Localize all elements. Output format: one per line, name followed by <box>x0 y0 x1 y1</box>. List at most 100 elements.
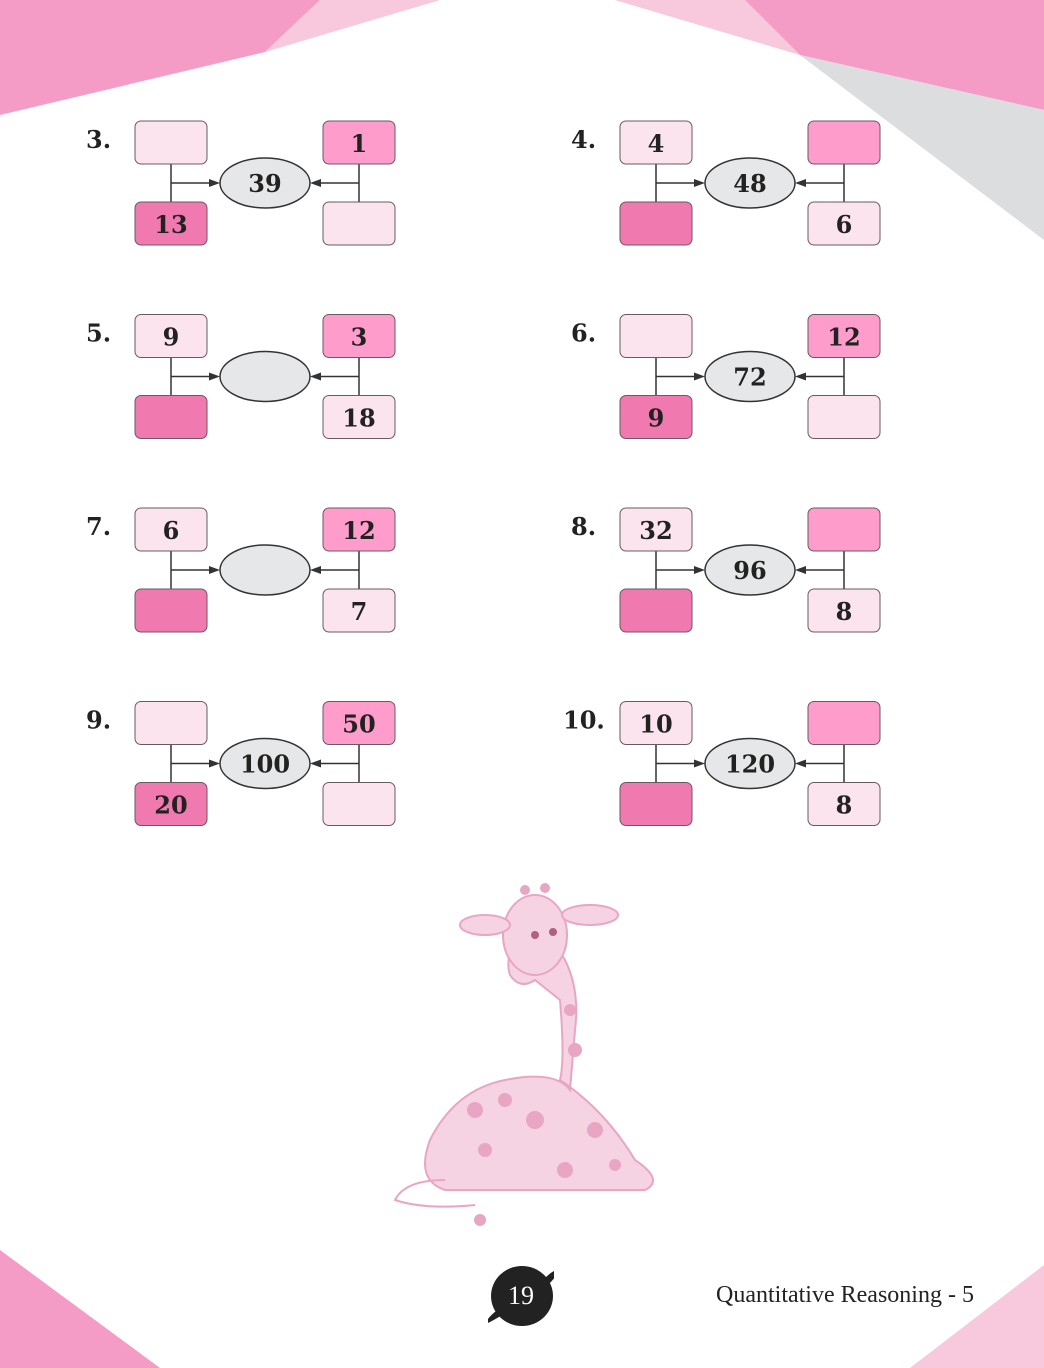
number-box-bl <box>134 395 208 439</box>
arrow-left-icon <box>795 566 806 574</box>
number-box-tr <box>807 507 881 552</box>
puzzle-6: 6. 12 9 72 <box>571 314 881 439</box>
corner-decoration <box>745 0 1044 110</box>
number-box-tr <box>322 120 396 165</box>
arrow-right-icon <box>209 372 220 381</box>
corner-decoration <box>800 55 1044 240</box>
arrow-left-icon <box>310 179 321 187</box>
center-value: 39 <box>248 169 281 198</box>
number-box-bl <box>134 588 208 633</box>
box-value-br: 8 <box>836 791 853 820</box>
box-value-tl: 9 <box>163 323 180 352</box>
number-box-tr <box>322 314 396 358</box>
number-box-br <box>322 588 396 633</box>
box-value-tr: 1 <box>351 129 368 158</box>
arrow-right-icon <box>694 759 705 768</box>
box-value-br: 8 <box>836 597 853 626</box>
number-box-tl <box>134 507 208 552</box>
number-box-bl <box>619 395 693 439</box>
puzzle-number: 3. <box>86 125 111 154</box>
book-title: Quantitative Reasoning - 5 <box>716 1282 974 1308</box>
number-box-tl <box>619 701 693 745</box>
number-box-tr <box>322 701 396 745</box>
number-box-tr <box>807 314 881 358</box>
box-value-bl: 9 <box>648 404 665 433</box>
puzzle-5: 5. 9 3 18 <box>86 314 396 439</box>
puzzle-number: 9. <box>86 706 111 735</box>
box-value-bl: 20 <box>154 791 187 820</box>
puzzle-3: 3. 1 13 39 <box>86 120 396 246</box>
number-box-br <box>807 588 881 633</box>
puzzle-number: 8. <box>571 512 596 541</box>
puzzle-number: 6. <box>571 319 596 348</box>
center-value: 48 <box>733 169 766 198</box>
arrow-left-icon <box>795 179 806 187</box>
number-box-bl <box>619 782 693 826</box>
page-number-badge: 19 <box>487 1265 560 1327</box>
giraffe-illustration <box>393 883 654 1226</box>
puzzle-10: 10. 10 8 120 <box>563 701 881 826</box>
arrow-left-icon <box>310 759 321 768</box>
center-value: 100 <box>240 750 290 779</box>
center-oval <box>219 350 311 403</box>
puzzle-number: 5. <box>86 319 111 348</box>
box-value-tl: 4 <box>648 129 665 158</box>
puzzle-number: 10. <box>563 706 605 735</box>
box-value-tr: 12 <box>827 323 860 352</box>
box-value-tl: 6 <box>163 516 180 545</box>
center-oval <box>704 157 796 209</box>
arrow-left-icon <box>310 566 321 574</box>
number-box-bl <box>134 782 208 826</box>
center-oval <box>219 737 311 790</box>
arrow-left-icon <box>795 759 806 768</box>
number-box-bl <box>134 201 208 246</box>
arrow-right-icon <box>209 566 220 574</box>
number-box-tr <box>807 701 881 745</box>
number-box-tl <box>134 701 208 745</box>
number-box-tr <box>807 120 881 165</box>
puzzle-9: 9. 50 20 100 <box>86 701 396 826</box>
arrow-right-icon <box>694 179 705 187</box>
box-value-tr: 12 <box>342 516 375 545</box>
corner-decoration <box>615 0 800 55</box>
corner-decoration <box>0 0 320 115</box>
corner-decoration <box>910 1265 1044 1368</box>
box-value-tl: 32 <box>639 516 672 545</box>
center-oval <box>704 544 796 596</box>
center-value: 72 <box>733 363 766 392</box>
center-oval <box>219 544 311 596</box>
arrow-right-icon <box>694 372 705 381</box>
arrow-left-icon <box>310 372 321 381</box>
arrow-right-icon <box>694 566 705 574</box>
number-box-tr <box>322 507 396 552</box>
number-box-br <box>322 395 396 439</box>
number-box-br <box>807 201 881 246</box>
number-box-tl <box>619 120 693 165</box>
center-oval <box>704 737 796 790</box>
arrow-right-icon <box>209 179 220 187</box>
arrow-left-icon <box>795 372 806 381</box>
corner-decoration <box>0 1250 160 1368</box>
number-box-br <box>807 395 881 439</box>
center-oval <box>219 157 311 209</box>
puzzle-number: 4. <box>571 125 596 154</box>
number-box-bl <box>619 588 693 633</box>
box-value-br: 18 <box>342 404 375 433</box>
center-value: 120 <box>725 750 775 779</box>
number-box-br <box>322 782 396 826</box>
number-box-bl <box>619 201 693 246</box>
box-value-tr: 50 <box>342 710 375 739</box>
box-value-tl: 10 <box>639 710 672 739</box>
box-value-br: 7 <box>351 597 368 626</box>
number-box-tl <box>619 314 693 358</box>
number-box-br <box>322 201 396 246</box>
center-oval <box>704 350 796 403</box>
box-value-tr: 3 <box>351 323 368 352</box>
page-number: 19 <box>508 1281 534 1310</box>
box-value-bl: 13 <box>154 210 187 239</box>
